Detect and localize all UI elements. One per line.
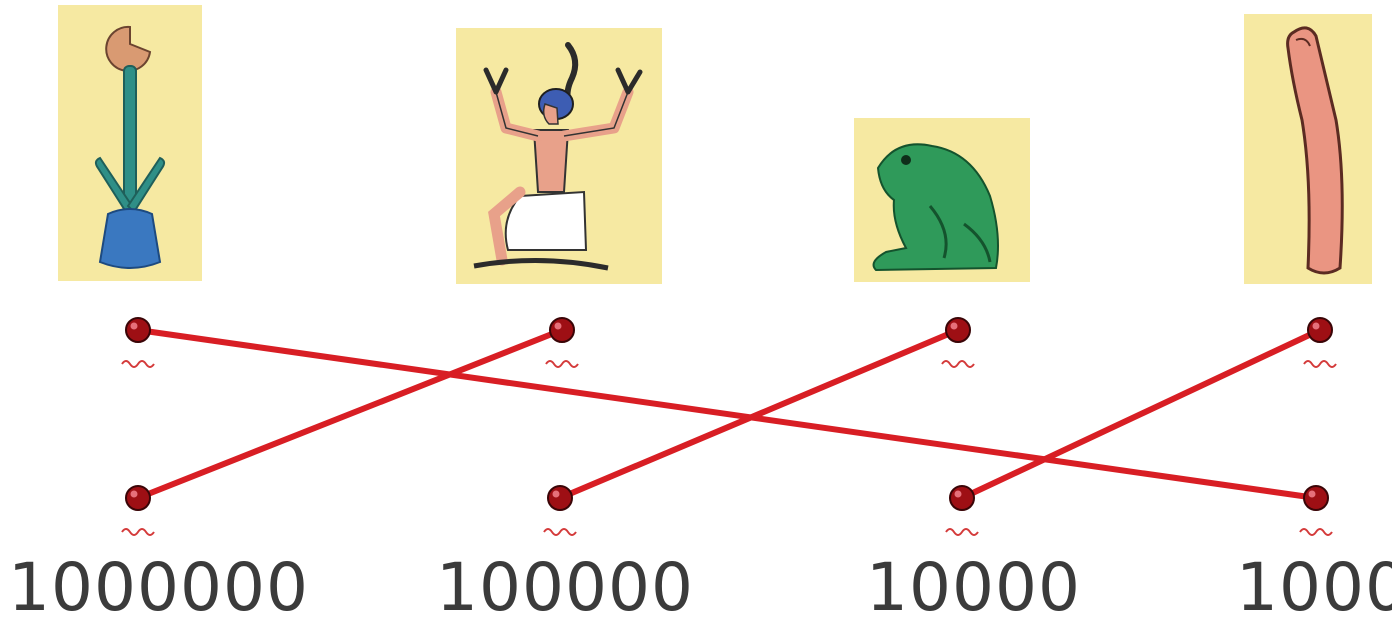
match-line-2 bbox=[135, 327, 565, 501]
connection-dots bbox=[121, 317, 1337, 536]
match-line-4 bbox=[959, 327, 1323, 501]
bottom-dot-highlight-4 bbox=[1308, 490, 1316, 498]
top-dot-2[interactable] bbox=[549, 317, 575, 343]
connection-lines bbox=[135, 327, 1323, 501]
lotus-flower-icon bbox=[94, 25, 166, 269]
finger-icon bbox=[1286, 26, 1344, 275]
bottom-squiggle-2 bbox=[543, 528, 577, 536]
top-dot-highlight-1 bbox=[130, 322, 138, 330]
bottom-squiggle-3 bbox=[945, 528, 979, 536]
top-dot-highlight-4 bbox=[1312, 322, 1320, 330]
number-label-1: 1000000 bbox=[8, 549, 309, 626]
top-squiggle-2 bbox=[545, 360, 579, 368]
hieroglyph-kneeling-god-tile bbox=[456, 28, 662, 284]
top-dot-highlight-2 bbox=[554, 322, 562, 330]
bottom-dot-4[interactable] bbox=[1303, 485, 1329, 511]
kneeling-god-icon bbox=[473, 42, 643, 271]
number-label-2: 100000 bbox=[436, 549, 694, 626]
bottom-dot-highlight-2 bbox=[552, 490, 560, 498]
frog-icon bbox=[872, 143, 999, 272]
bottom-squiggle-4 bbox=[1299, 528, 1333, 536]
top-squiggle-1 bbox=[121, 360, 155, 368]
bottom-dot-2[interactable] bbox=[547, 485, 573, 511]
hieroglyph-frog-tile bbox=[854, 118, 1030, 282]
top-squiggle-3 bbox=[941, 360, 975, 368]
bottom-dot-1[interactable] bbox=[125, 485, 151, 511]
top-dot-4[interactable] bbox=[1307, 317, 1333, 343]
number-label-4: 1000 bbox=[1236, 549, 1392, 626]
match-line-3 bbox=[557, 327, 961, 501]
bottom-dot-3[interactable] bbox=[949, 485, 975, 511]
top-dot-highlight-3 bbox=[950, 322, 958, 330]
top-dot-1[interactable] bbox=[125, 317, 151, 343]
match-line-1 bbox=[135, 327, 1319, 501]
number-label-3: 10000 bbox=[866, 549, 1081, 626]
bottom-squiggle-1 bbox=[121, 528, 155, 536]
hieroglyph-lotus-flower-tile bbox=[58, 5, 202, 281]
top-dot-3[interactable] bbox=[945, 317, 971, 343]
top-squiggle-4 bbox=[1303, 360, 1337, 368]
bottom-dot-highlight-1 bbox=[130, 490, 138, 498]
hieroglyph-finger-tile bbox=[1244, 14, 1372, 284]
bottom-dot-highlight-3 bbox=[954, 490, 962, 498]
